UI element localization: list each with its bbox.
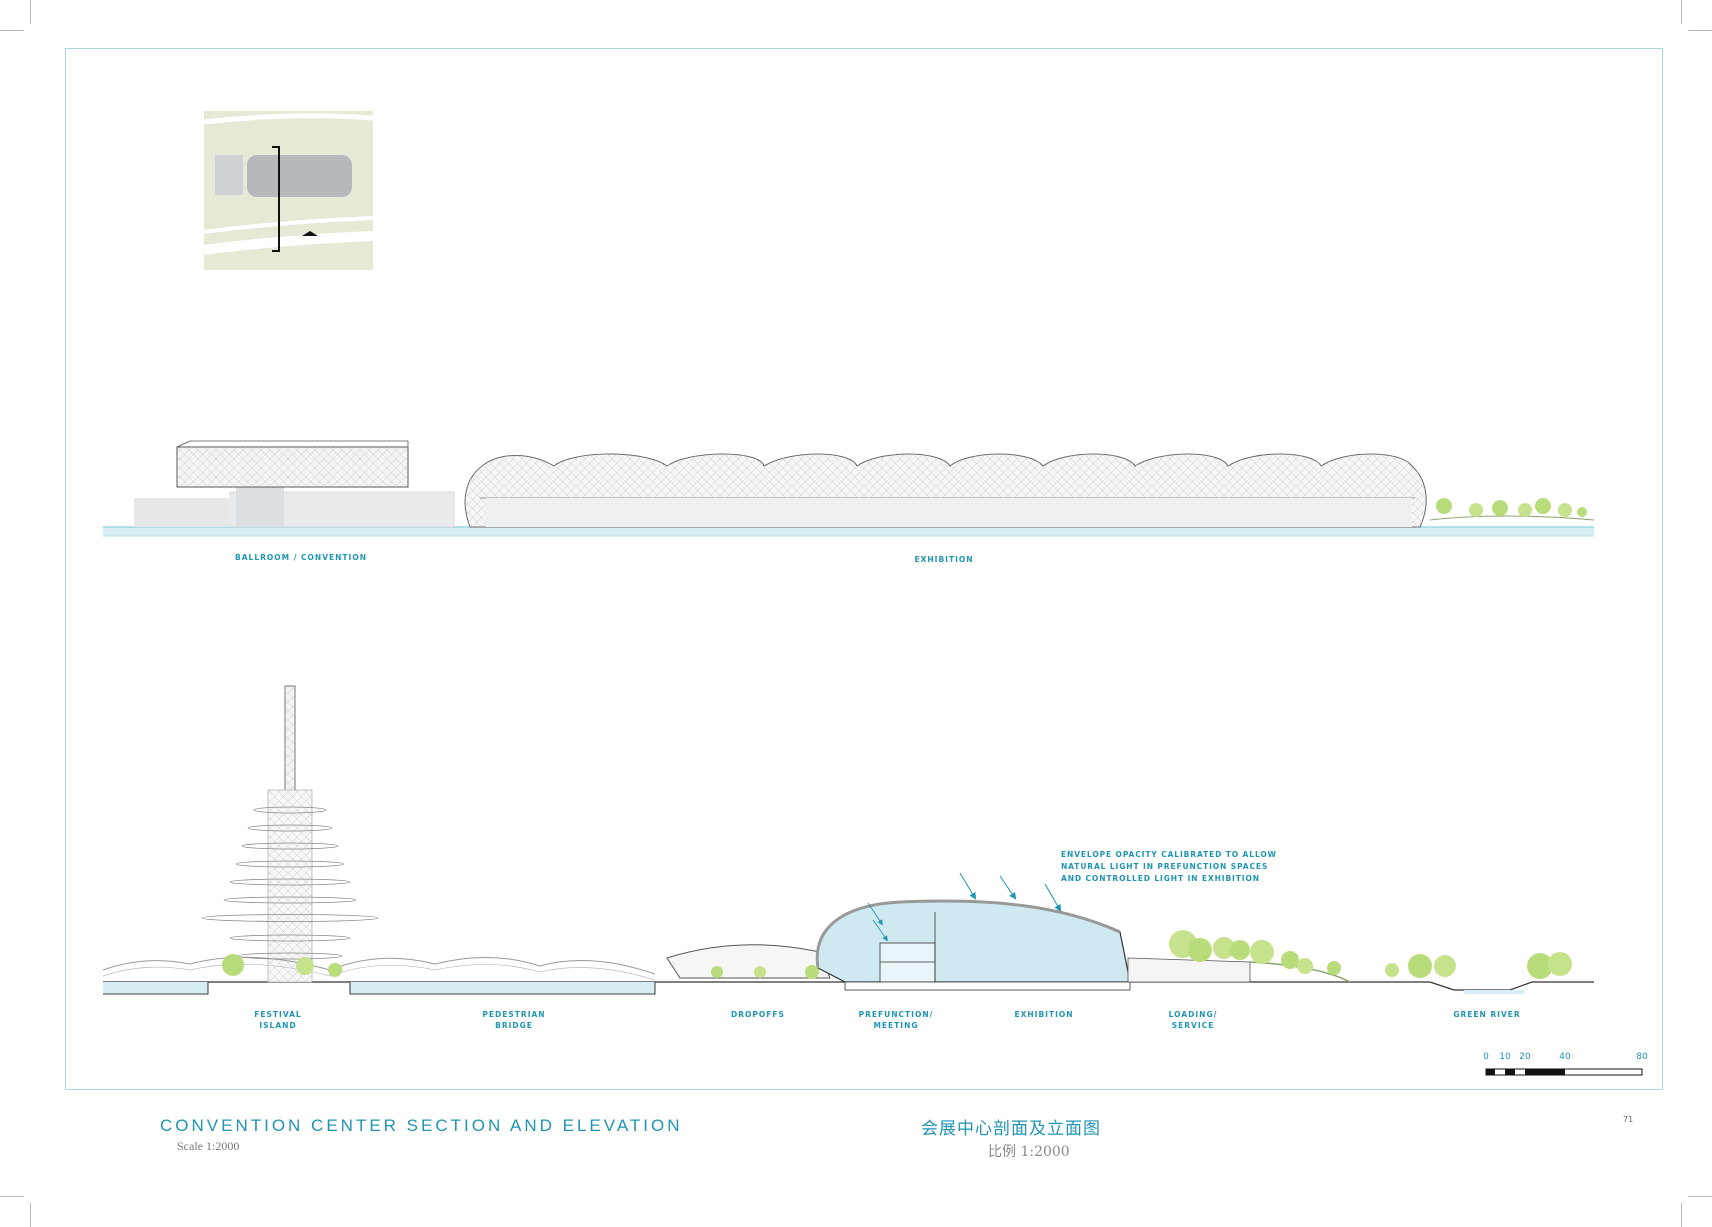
label-dropoffs: DROPOFFS	[731, 1010, 785, 1019]
label-ballroom-convention: BALLROOM / CONVENTION	[235, 553, 367, 562]
crop-mark	[30, 0, 31, 24]
scale-note-chinese: 比例 1:2000	[988, 1144, 1070, 1160]
scale-tick-20: 20	[1519, 1052, 1531, 1062]
label-prefunction-meeting: PREFUNCTION/ MEETING	[858, 1010, 934, 1030]
label-exhibition-elevation: EXHIBITION	[914, 555, 974, 564]
scale-tick-40: 40	[1559, 1052, 1571, 1062]
label-festival-island: FESTIVAL ISLAND	[254, 1010, 302, 1030]
crop-mark	[1681, 1203, 1682, 1227]
convention-elevation	[103, 440, 1595, 537]
key-plan	[203, 111, 374, 270]
scale-note-english: Scale 1:2000	[177, 1139, 240, 1153]
crop-mark	[0, 30, 24, 31]
drawing-frame	[65, 48, 1663, 1090]
crop-mark	[1688, 30, 1712, 31]
crop-mark	[30, 1203, 31, 1227]
scale-tick-0: 0	[1483, 1052, 1489, 1062]
label-pedestrian-bridge: PEDESTRIAN BRIDGE	[482, 1010, 546, 1030]
crop-mark	[1681, 0, 1682, 24]
scale-tick-80: 80	[1636, 1052, 1648, 1062]
scale-tick-10: 10	[1499, 1052, 1511, 1062]
envelope-annotation: ENVELOPE OPACITY CALIBRATED TO ALLOW NAT…	[1061, 850, 1277, 883]
crop-mark	[1688, 1196, 1712, 1197]
label-green-river: GREEN RIVER	[1453, 1010, 1521, 1019]
page-title-chinese: 会展中心剖面及立面图	[921, 1119, 1101, 1139]
page-number: 71	[1623, 1115, 1634, 1124]
label-loading-service: LOADING/ SERVICE	[1168, 1010, 1218, 1030]
label-exhibition-section: EXHIBITION	[1014, 1010, 1074, 1019]
page-title-english: CONVENTION CENTER SECTION AND ELEVATION	[160, 1116, 683, 1135]
crop-mark	[0, 1196, 24, 1197]
scale-bar	[1485, 1068, 1643, 1076]
convention-section	[102, 685, 1594, 995]
